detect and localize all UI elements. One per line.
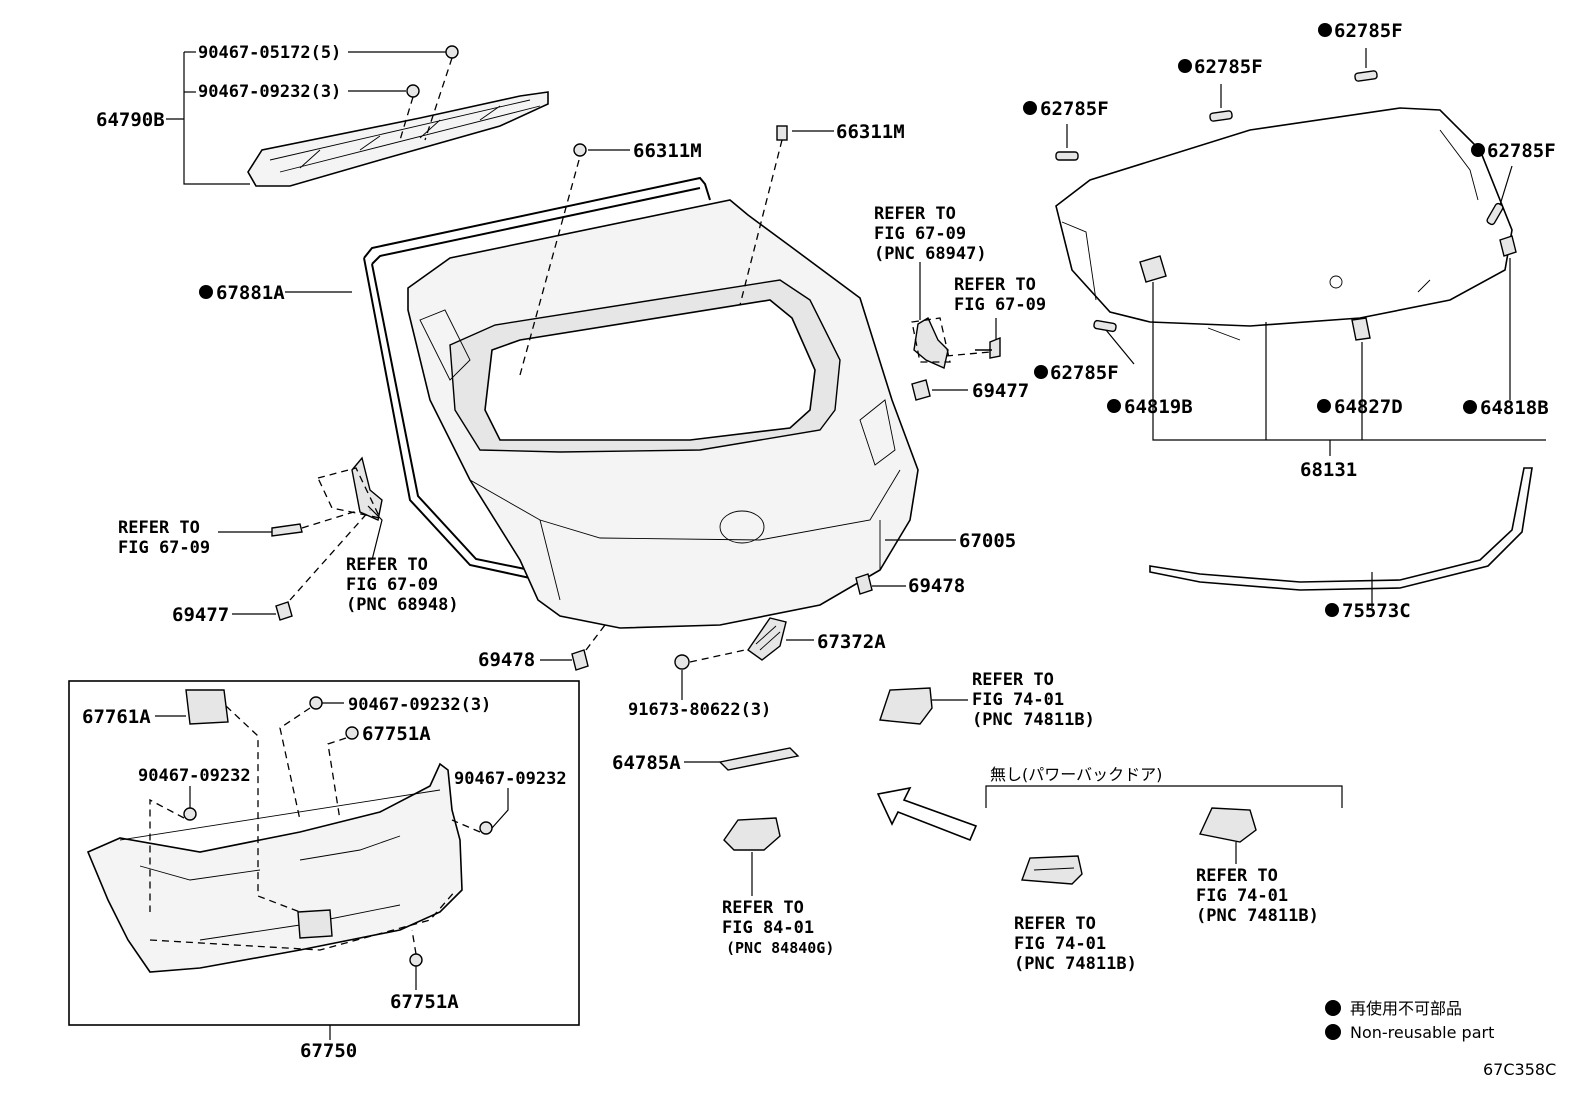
label-75573C: 75573C (1342, 600, 1411, 622)
label-62785F-2: 62785F (1194, 56, 1263, 78)
legend-en: Non-reusable part (1350, 1023, 1494, 1042)
dot-64827D (1317, 399, 1331, 413)
dot-75573C (1325, 603, 1339, 617)
ref-handle-mid-1: REFER TO (1014, 914, 1096, 934)
label-90467-09232-3: 90467-09232(3) (198, 82, 341, 102)
label-64827D: 64827D (1334, 396, 1403, 418)
handle-refer-74-01-right (1198, 807, 1257, 864)
ref-switch-3: (PNC 84840G) (726, 939, 834, 957)
ref-handle-mid-2: FIG 74-01 (1014, 934, 1106, 954)
back-door-panel-67005 (407, 199, 919, 629)
right-hinge-parts (855, 262, 1001, 595)
back-window-glass (1055, 107, 1513, 341)
latch-67372A (674, 617, 814, 700)
spoiler-64790B (247, 45, 549, 187)
ref-right-hinge-pnc-1: REFER TO (874, 204, 956, 224)
label-62785F-1: 62785F (1334, 20, 1403, 42)
dot-62785F-3 (1023, 101, 1037, 115)
label-62785F-5: 62785F (1050, 362, 1119, 384)
label-90467-09232-3-b: 90467-09232(3) (348, 695, 491, 715)
label-69477-a: 69477 (972, 380, 1029, 402)
garnish-64785A (684, 747, 800, 771)
label-67761A: 67761A (82, 706, 151, 728)
label-91673-80622: 91673-80622(3) (628, 700, 771, 720)
power-back-door-note: 無し(パワーバックドア) (990, 765, 1162, 784)
ref-right-hinge-pnc-2: FIG 67-09 (874, 224, 966, 244)
dot-62785F-4 (1471, 143, 1485, 157)
label-90467-05172: 90467-05172(5) (198, 43, 341, 63)
legend-dot-jp (1325, 1000, 1341, 1016)
label-64785A: 64785A (612, 752, 681, 774)
ref-left-hinge-pnc-3: (PNC 68948) (346, 595, 459, 615)
legend-jp: 再使用不可部品 (1350, 999, 1462, 1018)
dot-64818B (1463, 400, 1477, 414)
ref-switch-1: REFER TO (722, 898, 804, 918)
dot-62785F-5 (1034, 365, 1048, 379)
ref-handle-right-1: REFER TO (1196, 866, 1278, 886)
diagram-code: 67C358C (1483, 1060, 1556, 1079)
ref-handle-right-2: FIG 74-01 (1196, 886, 1288, 906)
switch-refer-84-01 (723, 817, 781, 896)
label-67751A-a: 67751A (362, 723, 431, 745)
ref-left-hinge-pnc-2: FIG 67-09 (346, 575, 438, 595)
ref-handle-top-3: (PNC 74811B) (972, 710, 1095, 730)
ref-handle-mid-3: (PNC 74811B) (1014, 954, 1137, 974)
label-66311M-b: 66311M (836, 121, 905, 143)
trim-board-box (68, 680, 580, 1040)
dot-62785F-2 (1178, 59, 1192, 73)
label-90467-09232-b: 90467-09232 (454, 769, 567, 789)
handle-refer-74-01-mid (1021, 855, 1083, 885)
label-69478-b: 69478 (478, 649, 535, 671)
ref-left-hinge-pnc-1: REFER TO (346, 555, 428, 575)
label-67881A: 67881A (216, 282, 285, 304)
label-90467-09232-a: 90467-09232 (138, 766, 251, 786)
clip-66311M-a (573, 143, 587, 157)
label-64818B: 64818B (1480, 397, 1549, 419)
label-62785F-3: 62785F (1040, 98, 1109, 120)
ref-right-bolt-2: FIG 67-09 (954, 295, 1046, 315)
ref-right-hinge-pnc-3: (PNC 68947) (874, 244, 987, 264)
handle-refer-74-01-top (879, 687, 968, 725)
weatherstrip-67881A (363, 176, 711, 579)
ref-switch-2: FIG 84-01 (722, 918, 814, 938)
label-67005: 67005 (959, 530, 1016, 552)
label-67372A: 67372A (817, 631, 886, 653)
ref-handle-top-2: FIG 74-01 (972, 690, 1064, 710)
ref-left-hinge-1: REFER TO (118, 518, 200, 538)
label-66311M-a: 66311M (633, 140, 702, 162)
ref-left-hinge-2: FIG 67-09 (118, 538, 210, 558)
glass-parts-62785F (1055, 48, 1546, 456)
molding-75573C (1149, 467, 1533, 608)
label-62785F-4: 62785F (1487, 140, 1556, 162)
label-69477-b: 69477 (172, 604, 229, 626)
ref-handle-top-1: REFER TO (972, 670, 1054, 690)
power-back-door-bracket (985, 785, 1343, 808)
clip-66311M-b (776, 125, 788, 141)
ref-right-bolt-1: REFER TO (954, 275, 1036, 295)
ref-handle-right-3: (PNC 74811B) (1196, 906, 1319, 926)
non-reusable-dot (199, 285, 213, 299)
label-64819B: 64819B (1124, 396, 1193, 418)
leader-lines-64790B (166, 51, 453, 185)
label-64790B: 64790B (96, 109, 165, 131)
legend-dot-en (1325, 1024, 1341, 1040)
dot-62785F-1 (1318, 23, 1332, 37)
direction-arrow (876, 786, 978, 842)
label-68131: 68131 (1300, 459, 1357, 481)
label-69478-a: 69478 (908, 575, 965, 597)
label-67751A-b: 67751A (390, 991, 459, 1013)
label-67750: 67750 (300, 1040, 357, 1062)
leader-lines-door (285, 130, 956, 541)
left-hinge-parts (218, 456, 606, 671)
dot-64819B (1107, 399, 1121, 413)
